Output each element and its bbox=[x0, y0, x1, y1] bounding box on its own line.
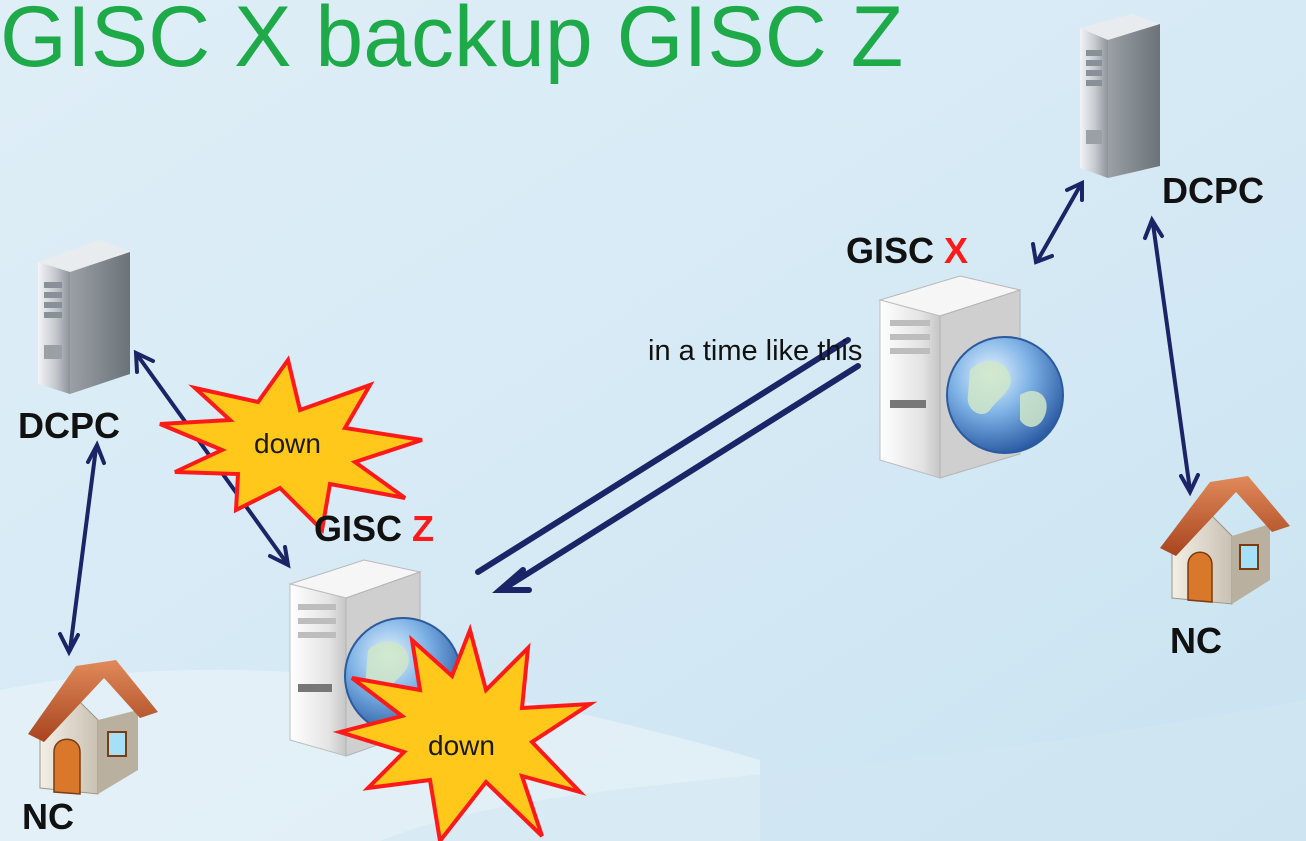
gisc-x-globe-icon bbox=[946, 336, 1064, 454]
page-title: GISC X backup GISC Z bbox=[0, 0, 904, 85]
double-arrow-icon bbox=[58, 440, 106, 657]
down-label-dcpc: down bbox=[254, 428, 321, 459]
double-arrow-icon bbox=[1031, 179, 1084, 265]
gisc-x-letter: X bbox=[944, 230, 969, 271]
gisc-x-label-prefix: GISC bbox=[846, 230, 935, 271]
dcpc-left-label: DCPC bbox=[18, 405, 121, 446]
double-arrow-icon bbox=[475, 337, 861, 593]
nc-right-house-icon bbox=[1160, 476, 1290, 605]
down-label-gisc-z: down bbox=[428, 730, 495, 761]
nc-right-label: NC bbox=[1170, 620, 1222, 661]
nc-left-label: NC bbox=[22, 796, 74, 837]
gisc-z-label: GISC Z bbox=[314, 508, 434, 550]
dcpc-right-label: DCPC bbox=[1162, 170, 1265, 211]
gisc-x-label: GISC X bbox=[846, 230, 968, 272]
dcpc-right-tower-icon bbox=[1080, 14, 1160, 178]
dcpc-left-tower-icon bbox=[38, 240, 130, 394]
explosion-burst-icon bbox=[159, 355, 423, 535]
explosion-burst-icon bbox=[332, 623, 598, 841]
gisc-z-letter: Z bbox=[412, 508, 435, 549]
gisc-z-label-prefix: GISC bbox=[314, 508, 403, 549]
nc-left-house-icon bbox=[28, 660, 158, 795]
annotation-text: in a time like this bbox=[648, 335, 863, 367]
double-arrow-icon bbox=[1143, 215, 1200, 497]
